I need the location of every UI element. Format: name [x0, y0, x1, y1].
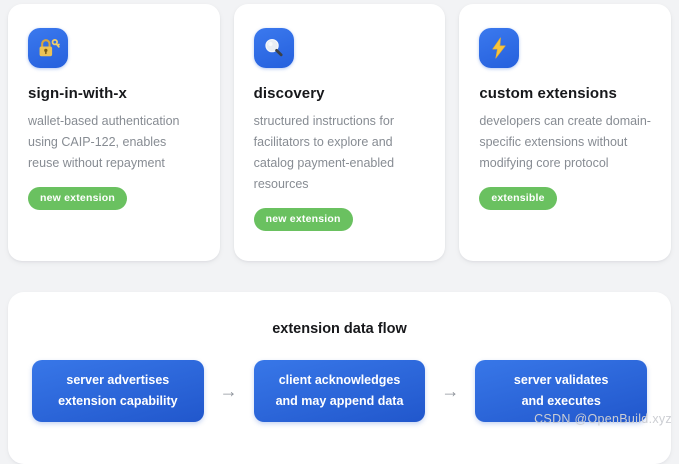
- card-description: wallet-based authentication using CAIP-1…: [28, 114, 180, 170]
- arrow-right-icon: →: [219, 381, 238, 401]
- flow-step-client-acknowledges: client acknowledges and may append data: [253, 360, 426, 422]
- status-badge: new extension: [253, 208, 353, 231]
- flow-step-server-validates: server validates and executes: [475, 360, 648, 422]
- flow-step-label-line2: and executes: [521, 394, 601, 408]
- flow-step-label-line2: and may append data: [275, 394, 404, 408]
- feature-cards-row: sign-in-with-x wallet-based authenticati…: [8, 4, 671, 261]
- flow-step-label-line1: server advertises: [66, 373, 170, 387]
- lock-key-icon: [28, 28, 68, 68]
- card-title: sign-in-with-x: [28, 85, 127, 102]
- status-badge: new extension: [28, 187, 127, 210]
- card-description: structured instructions for facilitators…: [253, 114, 395, 191]
- card-title: custom extensions: [479, 85, 617, 102]
- status-badge: extensible: [479, 187, 557, 210]
- flow-row: server advertises extension capability →…: [32, 360, 648, 422]
- card-sign-in-with-x: sign-in-with-x wallet-based authenticati…: [8, 4, 220, 261]
- watermark: CSDN @OpenBuild.xyz: [534, 412, 672, 426]
- flow-step-server-advertises: server advertises extension capability: [32, 360, 204, 422]
- flow-title: extension data flow: [272, 321, 407, 337]
- extension-data-flow-panel: extension data flow server advertises ex…: [8, 292, 671, 464]
- page: sign-in-with-x wallet-based authenticati…: [8, 4, 672, 464]
- card-title: discovery: [253, 85, 325, 102]
- card-discovery: discovery structured instructions for fa…: [233, 4, 446, 261]
- lightning-icon: [479, 28, 520, 68]
- card-custom-extensions: custom extensions developers can create …: [459, 4, 671, 261]
- arrow-right-icon: →: [441, 381, 460, 401]
- flow-step-label-line2: extension capability: [58, 394, 178, 408]
- magnifier-icon: [253, 28, 294, 68]
- flow-step-label-line1: server validates: [513, 373, 609, 387]
- card-description: developers can create domain-specific ex…: [479, 114, 651, 170]
- flow-step-label-line1: client acknowledges: [278, 373, 401, 387]
